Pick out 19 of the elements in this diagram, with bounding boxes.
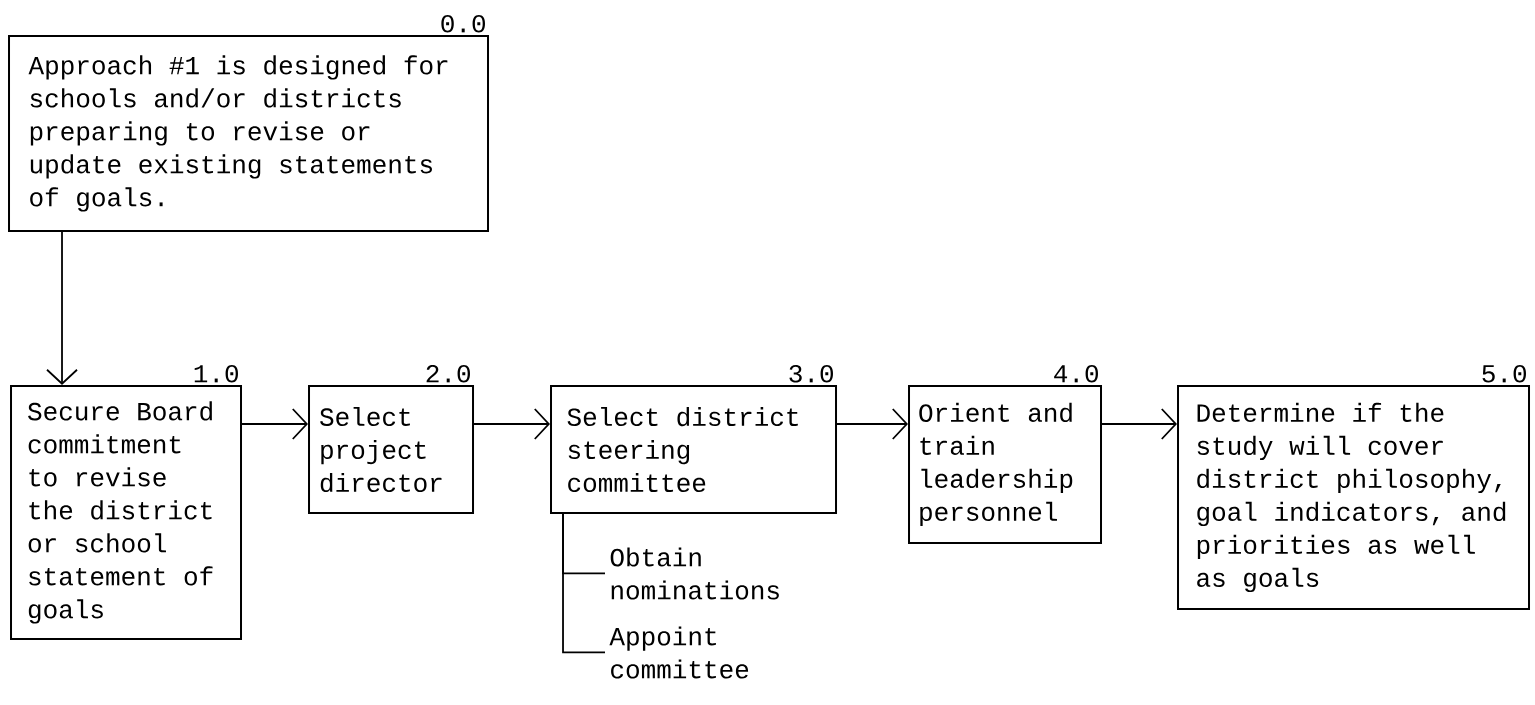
step-number: 0.0 <box>441 14 485 33</box>
process-box: Orient and train leadership personnel <box>908 385 1102 544</box>
step-number: 2.0 <box>426 364 470 383</box>
arrow <box>473 408 550 440</box>
step-number: 3.0 <box>789 364 833 383</box>
arrow <box>1101 408 1177 440</box>
process-box: Secure Board commitment to revise the district or school statement of goals <box>10 385 242 640</box>
process-box: Determine if the study will cover district philosophy, goal indicators, and priorities as well as goals <box>1177 385 1530 610</box>
process-box: Approach #1 is designed for schools and/or districts preparing to revise or update existing statements of goals. <box>8 35 489 232</box>
sub-step-text: Obtain nominations <box>610 547 779 600</box>
step-number: 4.0 <box>1054 364 1098 383</box>
step-number: 5.0 <box>1482 364 1526 383</box>
arrow <box>46 231 78 385</box>
process-box: Select district steering committee <box>550 385 837 514</box>
arrow <box>836 408 908 440</box>
arrow <box>241 408 308 440</box>
process-box: Select project director <box>308 385 474 514</box>
step-number: 1.0 <box>194 364 238 383</box>
sub-step-text: Appoint committee <box>609 626 749 679</box>
